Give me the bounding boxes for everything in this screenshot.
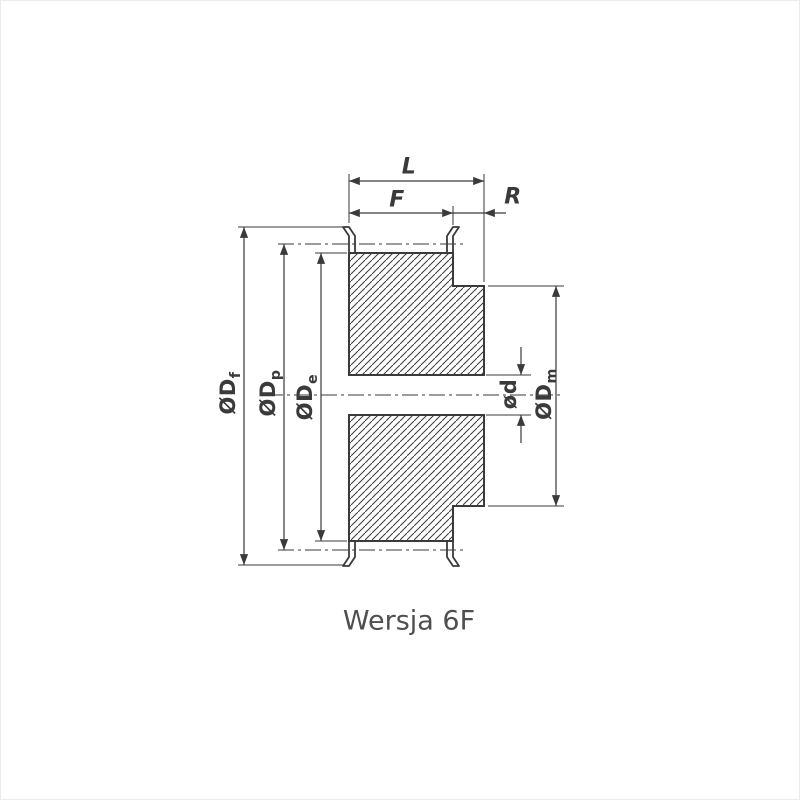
dim-label-Dm-sub: m bbox=[544, 368, 561, 384]
dim-label-R-text: R bbox=[504, 184, 522, 210]
drawing-caption: Wersja 6F bbox=[342, 605, 476, 637]
dim-label-De-text: ØD bbox=[292, 383, 317, 421]
dim-label-Dp-sub: p bbox=[268, 369, 285, 381]
dim-label-De-sub: e bbox=[305, 373, 322, 384]
body-section-upper-hatched bbox=[348, 252, 485, 376]
dimension-lines bbox=[239, 176, 561, 565]
dim-label-F-text: F bbox=[389, 187, 405, 213]
flange-lip-bottom-right bbox=[446, 540, 460, 567]
dim-label-R: R bbox=[504, 185, 521, 210]
flange-lips bbox=[342, 226, 460, 567]
dim-label-d: ød bbox=[497, 379, 521, 409]
dim-label-Dm: ØDm bbox=[532, 368, 560, 420]
dim-label-L: L bbox=[402, 155, 417, 180]
dim-label-Df: ØDf bbox=[216, 371, 244, 414]
dim-label-Df-sub: f bbox=[228, 371, 245, 379]
flange-lip-top-left bbox=[342, 226, 356, 254]
flange-lip-top-right bbox=[446, 226, 460, 254]
dim-label-Dp-text: ØD bbox=[255, 380, 280, 417]
dim-label-De: ØDe bbox=[293, 374, 321, 420]
pulley-body-section bbox=[348, 252, 485, 542]
dim-label-d-text: ød bbox=[497, 378, 521, 410]
flange-lip-bottom-left bbox=[342, 540, 356, 567]
dim-label-F: F bbox=[389, 188, 405, 213]
body-section-lower-hatched bbox=[348, 414, 485, 542]
dim-label-Dm-text: ØD bbox=[531, 383, 556, 420]
dim-label-Df-text: ØD bbox=[215, 378, 240, 415]
dim-label-L-text: L bbox=[401, 154, 417, 180]
centerlines bbox=[267, 243, 563, 551]
dim-label-Dp: ØDp bbox=[256, 369, 284, 416]
